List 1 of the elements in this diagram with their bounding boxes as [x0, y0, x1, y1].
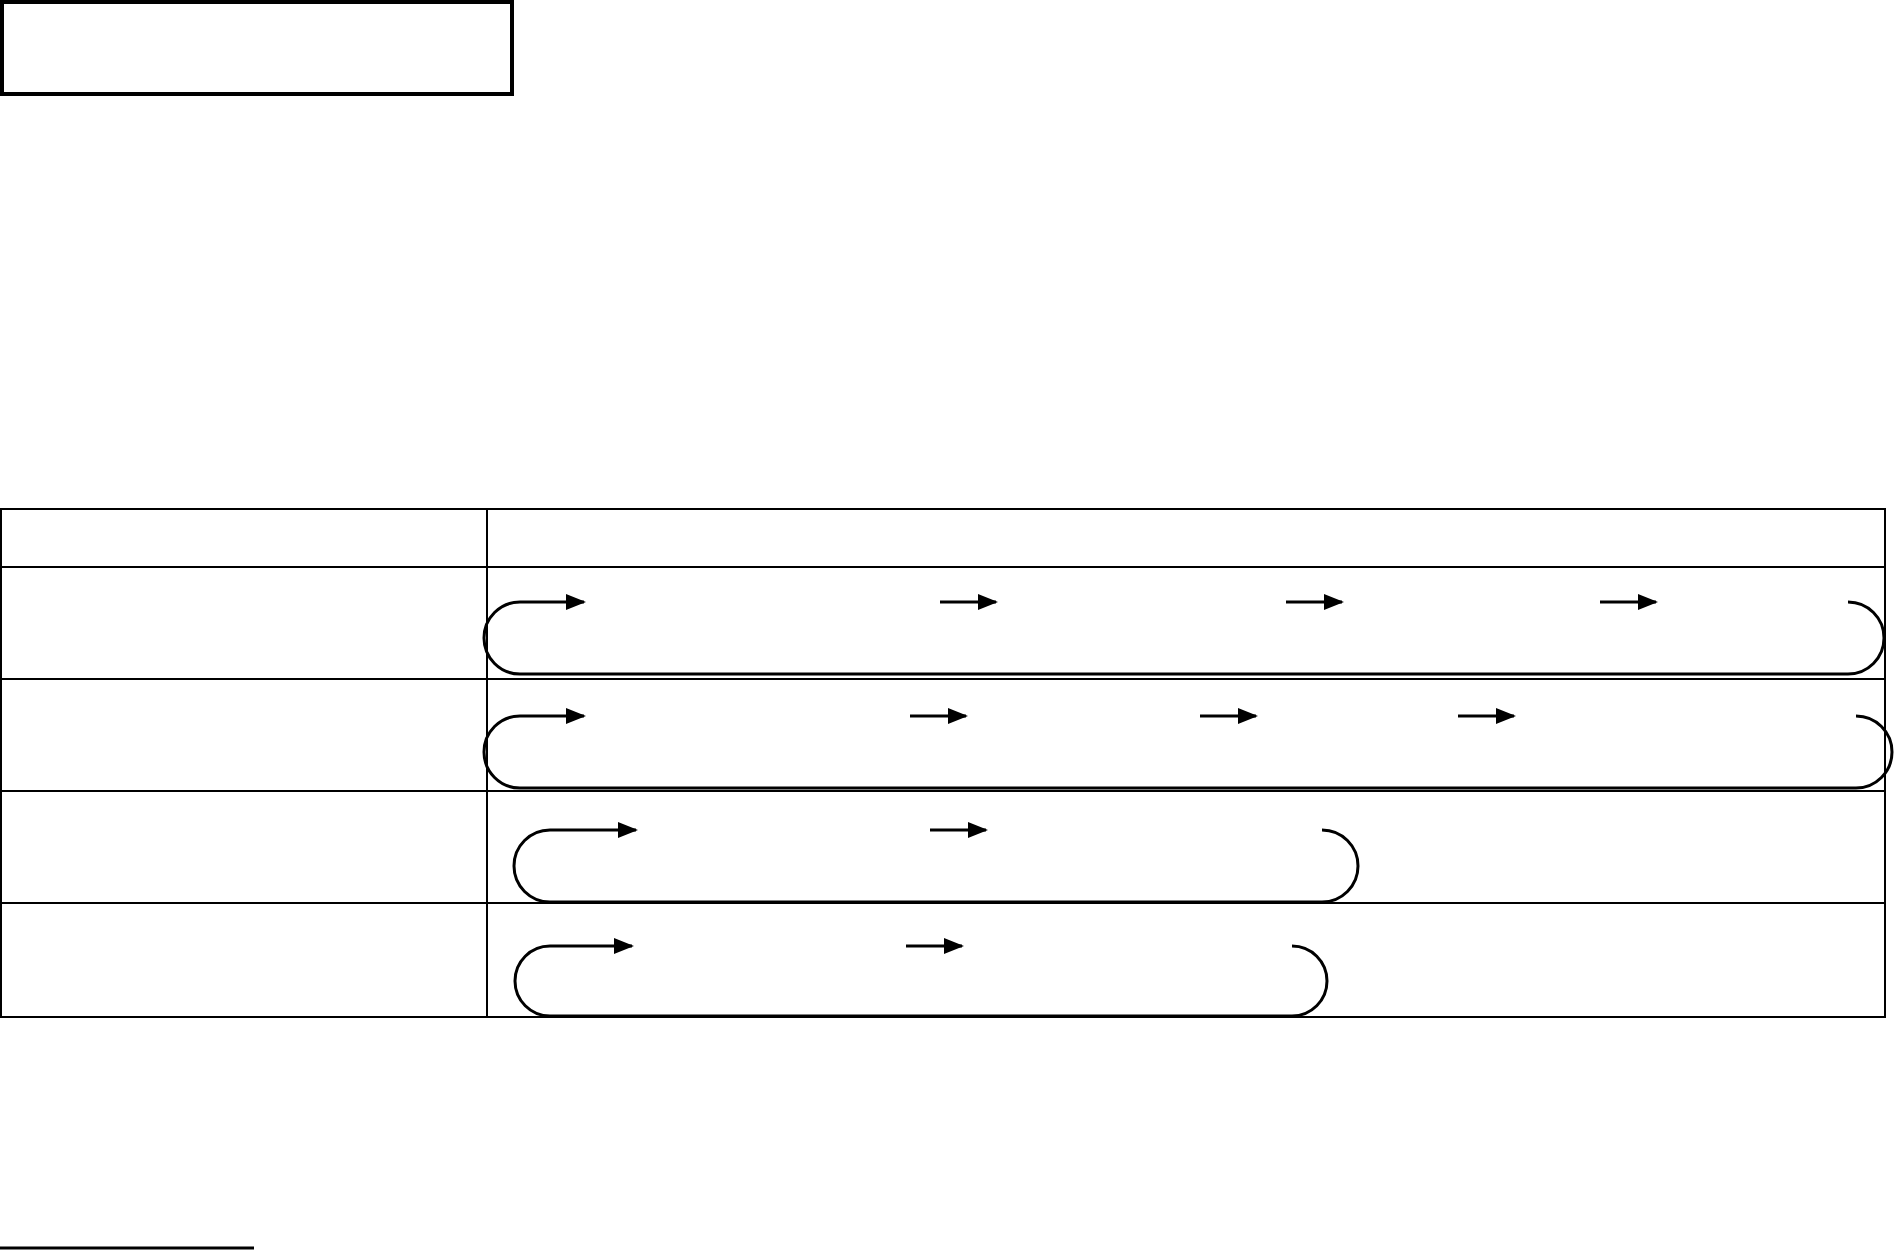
empty-box — [0, 0, 514, 96]
